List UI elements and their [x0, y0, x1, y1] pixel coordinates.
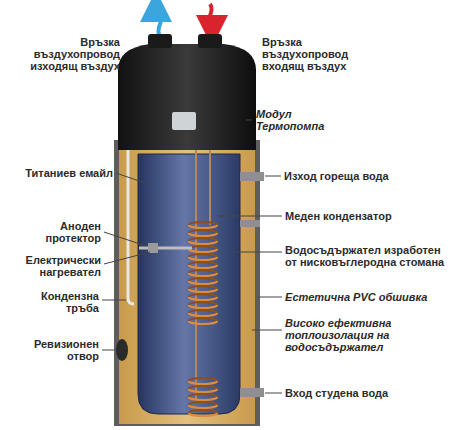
- part-label: Естетична PVC обшивка: [285, 291, 445, 303]
- leader-line: [265, 176, 281, 177]
- part-label: Меден кондензатор: [285, 210, 435, 222]
- leader-lines: [102, 120, 282, 393]
- leader-line: [104, 252, 150, 264]
- leader-line: [218, 216, 282, 217]
- control-display: [172, 112, 196, 130]
- part-label: Аноден протектор: [37, 220, 101, 244]
- leader-line: [104, 232, 146, 246]
- leader-line: [102, 350, 115, 351]
- pipe-stub: [240, 220, 260, 227]
- cold-water-inlet: [240, 388, 264, 397]
- leader-line: [234, 252, 282, 253]
- leader-line: [258, 297, 282, 298]
- heat-pump-module: [118, 44, 256, 150]
- part-label: Изход гореща вода: [284, 170, 434, 182]
- leader-line: [116, 173, 148, 184]
- air-port: [148, 34, 172, 48]
- leader-line: [265, 393, 282, 394]
- copper-coil: [189, 225, 217, 416]
- leader-line: [252, 330, 282, 331]
- air-out-arrow: [156, 6, 161, 36]
- heater-element: [148, 243, 158, 253]
- outer-shell: [114, 140, 260, 426]
- anode-rod: [139, 247, 192, 250]
- condenser-pipe: [209, 150, 211, 225]
- leader-line: [102, 300, 126, 301]
- insulation: [119, 146, 255, 424]
- part-label: Връзка въздухопровод входящ въздух: [262, 36, 354, 72]
- leader-line: [246, 120, 252, 121]
- part-label: Модул Термопомпа: [256, 108, 336, 132]
- part-label: Високо ефективна топлоизолация на водосъ…: [285, 317, 397, 353]
- part-label: Ревизионен отвор: [29, 338, 99, 362]
- revision-hole: [116, 339, 128, 361]
- part-label: Връзка въздухопровод изходящ въздух: [28, 36, 120, 72]
- air-in-arrow: [209, 4, 213, 31]
- air-port: [198, 34, 222, 48]
- hot-water-outlet: [240, 172, 264, 181]
- part-label: Вход студена вода: [285, 387, 435, 399]
- part-label: Водосъдържател изработен от нисковъглеро…: [285, 244, 448, 268]
- water-tank: [138, 154, 240, 414]
- part-label: Титаниев емайл: [3, 167, 113, 179]
- condensate-pipe: [128, 148, 134, 304]
- part-label: Кондензна тръба: [33, 290, 99, 314]
- part-label: Електрически нагревател: [21, 254, 101, 278]
